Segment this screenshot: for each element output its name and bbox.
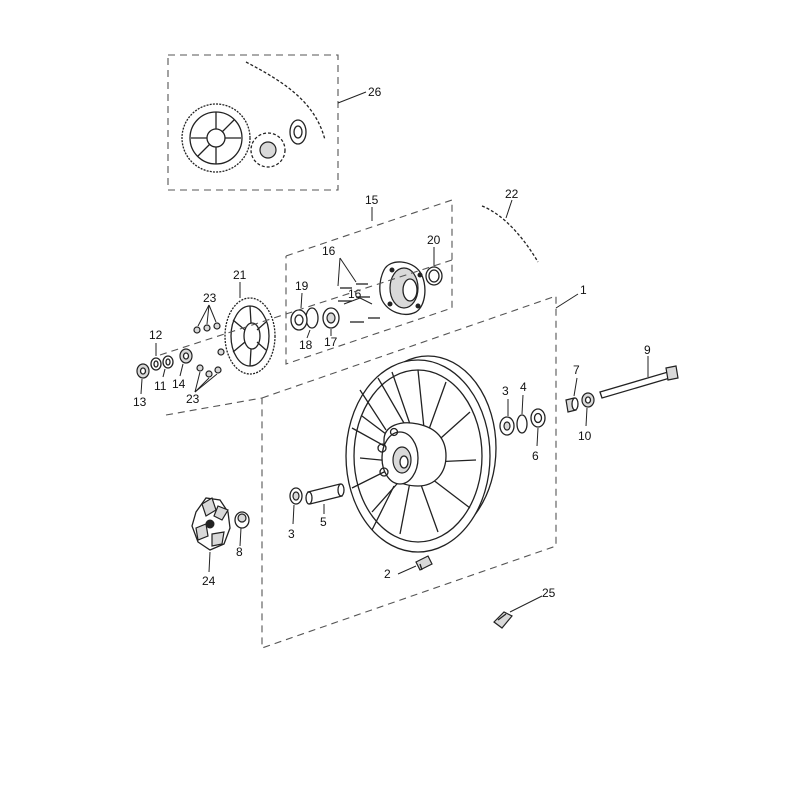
callout-11: 11 [154, 379, 167, 393]
sprocket-carrier-group: 15 20 16 16 [285, 193, 453, 365]
carrier-circlip[interactable] [305, 307, 319, 329]
axle-spacer[interactable] [565, 397, 579, 413]
callout-18: 18 [299, 338, 313, 352]
callout-3-upper: 3 [502, 384, 509, 398]
callout-7: 7 [573, 363, 580, 377]
wheel-spacer-tube[interactable] [305, 483, 345, 505]
callout-19: 19 [295, 279, 309, 293]
spacer-14[interactable] [179, 348, 193, 364]
wheel-bearing-right[interactable] [499, 416, 515, 436]
rear-wheel[interactable] [345, 355, 497, 553]
callout-1: 1 [580, 283, 587, 297]
kit-front-sprocket[interactable] [250, 132, 286, 168]
cush-drive-damper[interactable] [191, 497, 231, 551]
callout-6: 6 [532, 449, 539, 463]
chain-kit-group: 26 [167, 54, 382, 191]
callout-10: 10 [578, 429, 592, 443]
wheel-weight[interactable] [493, 611, 513, 629]
callout-2: 2 [384, 567, 391, 581]
callout-3-lower: 3 [288, 527, 295, 541]
carrier-spacer[interactable] [290, 309, 308, 331]
axle-adjuster[interactable] [581, 392, 595, 408]
callout-26: 26 [368, 85, 382, 99]
callout-14: 14 [172, 377, 186, 391]
sprocket-nuts[interactable] [193, 322, 225, 378]
callout-4: 4 [520, 380, 527, 394]
wheel-circlip[interactable] [516, 414, 528, 434]
callout-25: 25 [542, 586, 556, 600]
callout-17: 17 [324, 335, 338, 349]
axle-washer-11[interactable] [162, 355, 174, 369]
callout-23-bottom: 23 [186, 392, 200, 406]
callout-13: 13 [133, 395, 147, 409]
axle-washer-12[interactable] [150, 357, 162, 371]
rear-sprocket[interactable] [224, 297, 276, 375]
callout-12: 12 [149, 328, 163, 342]
carrier-bearing[interactable] [322, 307, 340, 329]
carrier-studs[interactable] [338, 283, 380, 323]
kit-washer[interactable] [289, 119, 307, 145]
callout-9: 9 [644, 343, 651, 357]
axle-nut-13[interactable] [136, 363, 150, 379]
drive-chain[interactable]: 22 [481, 187, 539, 263]
wheel-group: 1 [159, 259, 587, 649]
callout-23-top: 23 [203, 291, 217, 305]
kit-chain[interactable] [245, 61, 326, 141]
kit-rear-sprocket[interactable] [181, 103, 251, 173]
callout-21: 21 [233, 268, 247, 282]
damper-bush[interactable] [234, 511, 250, 529]
carrier-seal[interactable] [425, 266, 443, 286]
callout-24: 24 [202, 574, 216, 588]
callout-16-mid: 16 [348, 287, 362, 301]
callout-20: 20 [427, 233, 441, 247]
tyre-valve[interactable] [415, 555, 433, 571]
callout-22: 22 [505, 187, 519, 201]
callout-5: 5 [320, 515, 327, 529]
callout-15: 15 [365, 193, 379, 207]
wheel-seal[interactable] [530, 408, 546, 428]
wheel-axle[interactable] [599, 365, 679, 399]
wheel-bearing-left[interactable] [289, 487, 303, 505]
callout-16-top: 16 [322, 244, 336, 258]
sprocket-carrier[interactable] [379, 261, 426, 315]
callout-8: 8 [236, 545, 243, 559]
